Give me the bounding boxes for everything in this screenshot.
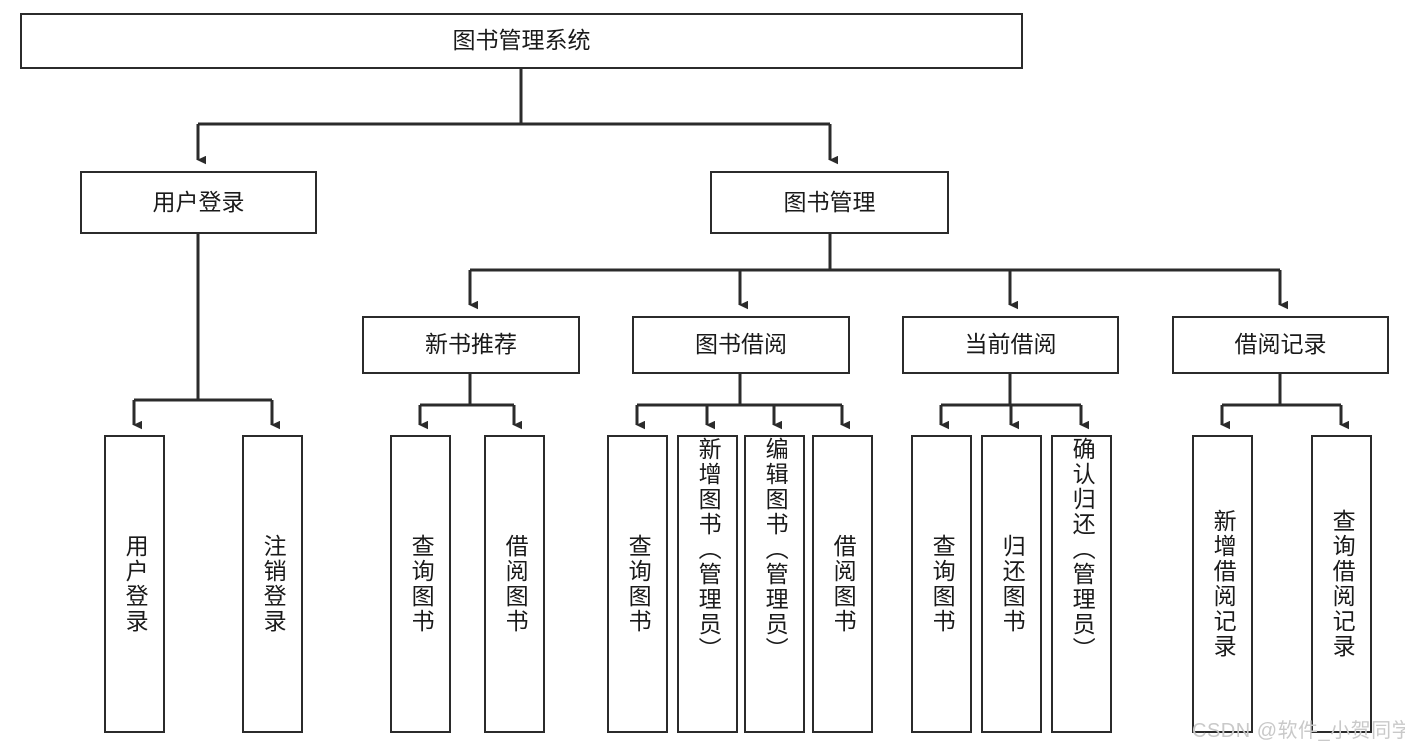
node-leaf-add-book[interactable]: 新增图书（管理员）	[677, 435, 738, 733]
node-leaf-add-record-label: 新增借阅记录	[1210, 509, 1237, 659]
node-leaf-query-book-2-label: 查询图书	[625, 534, 652, 634]
node-leaf-return-book-label: 归还图书	[999, 534, 1026, 634]
node-leaf-add-record[interactable]: 新增借阅记录	[1192, 435, 1253, 733]
node-leaf-query-book-2[interactable]: 查询图书	[607, 435, 668, 733]
node-leaf-query-record[interactable]: 查询借阅记录	[1311, 435, 1372, 733]
node-book-borrow-label: 图书借阅	[695, 331, 787, 358]
node-leaf-borrow-book-2-label: 借阅图书	[830, 534, 857, 634]
node-leaf-return-book[interactable]: 归还图书	[981, 435, 1042, 733]
node-book-borrow[interactable]: 图书借阅	[632, 316, 850, 374]
node-leaf-query-book-1[interactable]: 查询图书	[390, 435, 451, 733]
node-leaf-confirm-return[interactable]: 确认归还（管理员）	[1051, 435, 1112, 733]
node-leaf-confirm-return-label: 确认归还（管理员）	[1069, 437, 1096, 662]
csdn-watermark-text: CSDN @软件_小贺同学	[1192, 720, 1405, 742]
node-root-label: 图书管理系统	[452, 27, 591, 54]
node-book-manage[interactable]: 图书管理	[710, 171, 949, 234]
node-new-book-rec[interactable]: 新书推荐	[362, 316, 580, 374]
node-leaf-user-login[interactable]: 用户登录	[104, 435, 165, 733]
node-leaf-edit-book-label: 编辑图书（管理员）	[762, 437, 789, 662]
node-leaf-borrow-book-1[interactable]: 借阅图书	[484, 435, 545, 733]
node-root[interactable]: 图书管理系统	[20, 13, 1023, 69]
node-leaf-edit-book[interactable]: 编辑图书（管理员）	[744, 435, 805, 733]
node-leaf-logout-label: 注销登录	[260, 534, 287, 634]
node-borrow-record[interactable]: 借阅记录	[1172, 316, 1389, 374]
node-leaf-borrow-book-1-label: 借阅图书	[502, 534, 529, 634]
node-user-login-label: 用户登录	[152, 188, 245, 215]
csdn-watermark: CSDN @软件_小贺同学	[1192, 714, 1405, 743]
node-book-manage-label: 图书管理	[783, 188, 876, 215]
node-current-borrow[interactable]: 当前借阅	[902, 316, 1119, 374]
node-user-login[interactable]: 用户登录	[80, 171, 317, 234]
node-leaf-query-book-3-label: 查询图书	[929, 534, 956, 634]
node-leaf-borrow-book-2[interactable]: 借阅图书	[812, 435, 873, 733]
node-new-book-rec-label: 新书推荐	[425, 331, 517, 358]
node-leaf-logout[interactable]: 注销登录	[242, 435, 303, 733]
node-leaf-user-login-label: 用户登录	[122, 534, 149, 634]
node-current-borrow-label: 当前借阅	[964, 331, 1057, 358]
node-borrow-record-label: 借阅记录	[1234, 331, 1327, 358]
node-leaf-query-record-label: 查询借阅记录	[1329, 509, 1356, 659]
node-leaf-add-book-label: 新增图书（管理员）	[695, 437, 722, 662]
connector-group	[132, 69, 1349, 430]
node-leaf-query-book-3[interactable]: 查询图书	[911, 435, 972, 733]
node-leaf-query-book-1-label: 查询图书	[408, 534, 435, 634]
